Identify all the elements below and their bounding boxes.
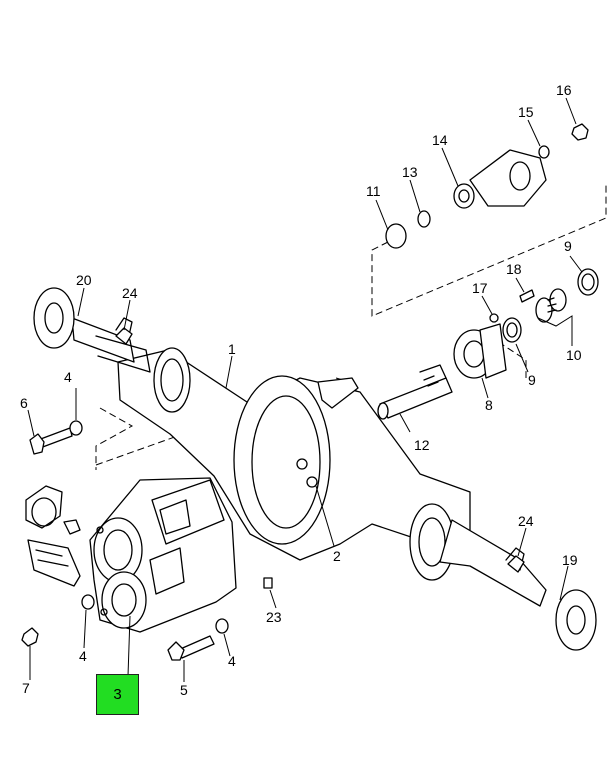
bolt-leader-dash xyxy=(95,407,134,470)
callout-5: 5 xyxy=(180,682,188,698)
pinion-cage xyxy=(453,323,507,379)
shift-unit xyxy=(25,485,81,587)
callout-4-bottom: 4 xyxy=(228,653,236,669)
differential-carrier xyxy=(89,477,237,633)
callout-11: 11 xyxy=(366,183,381,199)
pinion-bearing-cup-lower xyxy=(502,317,522,343)
callout-24-right: 24 xyxy=(518,513,534,529)
seal-13 xyxy=(417,210,431,228)
callout-16: 16 xyxy=(556,82,572,98)
callout-labels: 1 2 4 4 4 5 6 7 8 9 9 10 11 12 13 14 15 … xyxy=(20,82,582,698)
leader-lines xyxy=(27,97,583,682)
callout-8: 8 xyxy=(485,397,493,413)
carrier-group-outline xyxy=(95,400,229,466)
snap-ring-11 xyxy=(385,223,407,249)
callout-19: 19 xyxy=(562,552,578,568)
bolt-5 xyxy=(167,635,215,661)
plug-23 xyxy=(263,577,273,589)
callout-10: 10 xyxy=(566,347,582,363)
callout-15: 15 xyxy=(518,104,534,120)
washer-4-left xyxy=(81,594,95,610)
nut-16 xyxy=(571,123,589,141)
yoke xyxy=(453,149,547,209)
callout-23: 23 xyxy=(266,609,282,625)
callout-9-upper: 9 xyxy=(564,238,572,254)
pinion-shaft xyxy=(377,364,453,420)
pinion-bearing-cup-upper xyxy=(577,268,599,296)
callout-7: 7 xyxy=(22,680,30,696)
axle-housing xyxy=(33,287,597,651)
callout-6: 6 xyxy=(20,395,28,411)
callout-18: 18 xyxy=(506,261,522,277)
bearing-leader-dash xyxy=(479,329,527,378)
breather-24-right xyxy=(507,555,525,573)
highlighted-part-3-button[interactable]: 3 xyxy=(96,674,139,715)
callout-13: 13 xyxy=(402,164,418,180)
callout-24-left: 24 xyxy=(122,285,138,301)
callout-14: 14 xyxy=(432,132,448,148)
nut-7 xyxy=(21,627,39,647)
callout-20: 20 xyxy=(76,272,92,288)
bolt-6 xyxy=(29,427,73,455)
callout-17: 17 xyxy=(472,280,488,296)
breather-24-left xyxy=(115,327,133,345)
callout-4-top: 4 xyxy=(64,369,72,385)
bolt-18 xyxy=(519,289,535,303)
washer-15 xyxy=(538,145,550,159)
washer-17 xyxy=(489,313,499,323)
callout-1: 1 xyxy=(228,341,236,357)
callout-12: 12 xyxy=(414,437,430,453)
callout-9-lower: 9 xyxy=(528,372,536,388)
washer-4-top xyxy=(69,420,83,436)
pinion-bearing-cones xyxy=(535,288,567,323)
callout-2: 2 xyxy=(333,548,341,564)
washer-4-bottom xyxy=(215,618,229,634)
pinion-group-outline xyxy=(371,184,607,317)
callout-4-left: 4 xyxy=(79,648,87,664)
